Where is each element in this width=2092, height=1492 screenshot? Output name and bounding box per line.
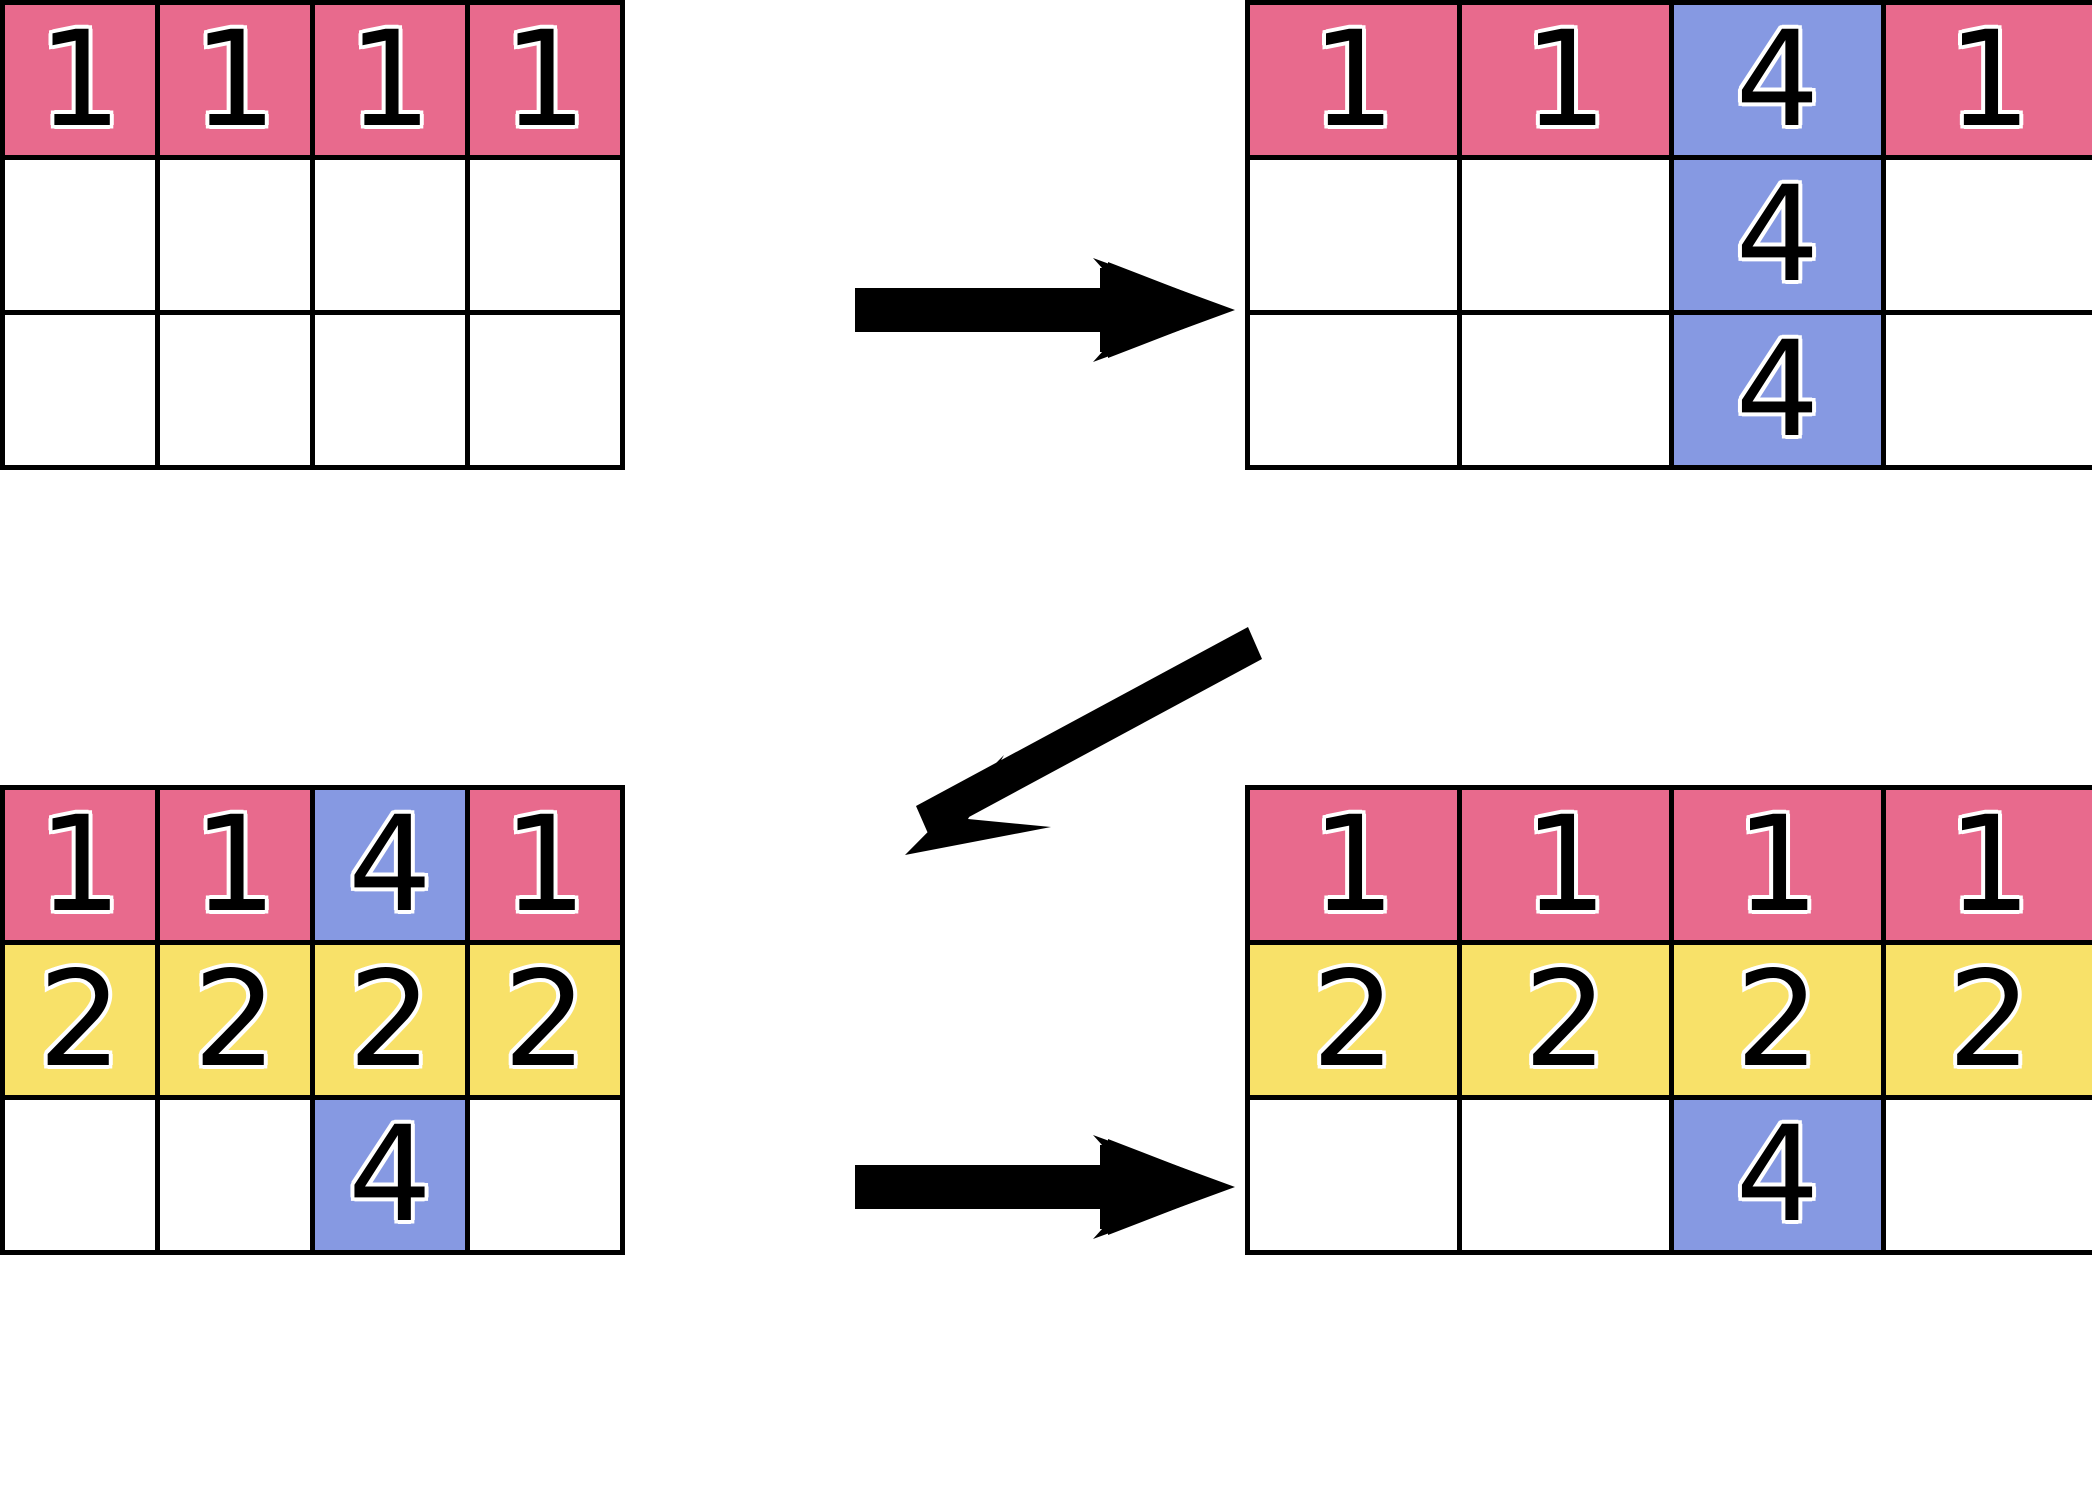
grid-cell: 4	[315, 1100, 470, 1255]
grid-cell: 2	[1886, 945, 2092, 1100]
cell-value: 1	[1308, 3, 1399, 157]
grid-cell	[1250, 1100, 1462, 1255]
arrow-top-left-to-top-right	[855, 258, 1235, 362]
grid-cell: 2	[470, 945, 625, 1100]
grid-cell: 1	[1250, 5, 1462, 160]
grid-cell: 1	[5, 5, 160, 160]
cell-value: 1	[1944, 3, 2035, 157]
cell-value: 2	[500, 943, 591, 1097]
grid-cell	[1886, 1100, 2092, 1255]
grid-cell: 1	[470, 5, 625, 160]
grid-cell	[160, 315, 315, 470]
cell-value: 2	[1944, 943, 2035, 1097]
grid-cell	[1462, 160, 1674, 315]
grid-cell	[160, 1100, 315, 1255]
arrow-bottom-left-to-bottom-right	[855, 1135, 1235, 1239]
cell-value: 1	[190, 788, 281, 942]
grid-cell: 2	[5, 945, 160, 1100]
cell-value: 4	[345, 788, 436, 942]
grid-cell: 1	[1886, 5, 2092, 160]
grid-cell	[1250, 160, 1462, 315]
grid-cell: 2	[315, 945, 470, 1100]
grid-cell: 1	[1886, 790, 2092, 945]
grid-cell: 2	[1250, 945, 1462, 1100]
grid-cell	[470, 160, 625, 315]
cell-value: 2	[35, 943, 126, 1097]
grid-cell: 4	[1674, 5, 1886, 160]
grid-cell: 4	[1674, 1100, 1886, 1255]
cell-value: 2	[1308, 943, 1399, 1097]
cell-value: 1	[35, 788, 126, 942]
grid-cell	[160, 160, 315, 315]
cell-value: 4	[1732, 3, 1823, 157]
cell-value: 1	[35, 3, 126, 157]
grid-cell	[1250, 315, 1462, 470]
grid-cell: 4	[315, 790, 470, 945]
grid-cell: 1	[1462, 5, 1674, 160]
cell-value: 2	[1732, 943, 1823, 1097]
grid-cell: 1	[5, 790, 160, 945]
grid-cell	[1886, 315, 2092, 470]
grid-cell: 1	[1250, 790, 1462, 945]
grid-cell: 1	[470, 790, 625, 945]
grid-cell: 4	[1674, 160, 1886, 315]
cell-value: 1	[1308, 788, 1399, 942]
cell-value: 1	[1944, 788, 2035, 942]
cell-value: 4	[1732, 313, 1823, 467]
cell-value: 2	[190, 943, 281, 1097]
grid-cell: 1	[160, 790, 315, 945]
grid-cell	[1886, 160, 2092, 315]
cell-value: 1	[1732, 788, 1823, 942]
grid-cell	[470, 1100, 625, 1255]
cell-value: 1	[500, 3, 591, 157]
grid-cell: 2	[1462, 945, 1674, 1100]
grid-cell	[1462, 315, 1674, 470]
arrow-top-right-to-bottom-left	[905, 627, 1262, 855]
cell-value: 1	[500, 788, 591, 942]
cell-value: 4	[1732, 1098, 1823, 1252]
grid-cell: 1	[315, 5, 470, 160]
cell-value: 2	[1520, 943, 1611, 1097]
grid-cell	[470, 315, 625, 470]
cell-value: 4	[1732, 158, 1823, 312]
grid-cell: 1	[160, 5, 315, 160]
grid-cell: 2	[160, 945, 315, 1100]
grid-cell: 1	[1674, 790, 1886, 945]
grid-cell	[315, 160, 470, 315]
grid-cell: 1	[1462, 790, 1674, 945]
cell-value: 2	[345, 943, 436, 1097]
grid-cell: 4	[1674, 315, 1886, 470]
grid-cell	[5, 315, 160, 470]
grid-cell	[5, 1100, 160, 1255]
cell-value: 1	[1520, 788, 1611, 942]
cell-value: 1	[1520, 3, 1611, 157]
cell-value: 1	[345, 3, 436, 157]
grid-cell	[315, 315, 470, 470]
grid-cell	[1462, 1100, 1674, 1255]
cell-value: 1	[190, 3, 281, 157]
grid-cell	[5, 160, 160, 315]
cell-value: 4	[345, 1098, 436, 1252]
grid-cell: 2	[1674, 945, 1886, 1100]
